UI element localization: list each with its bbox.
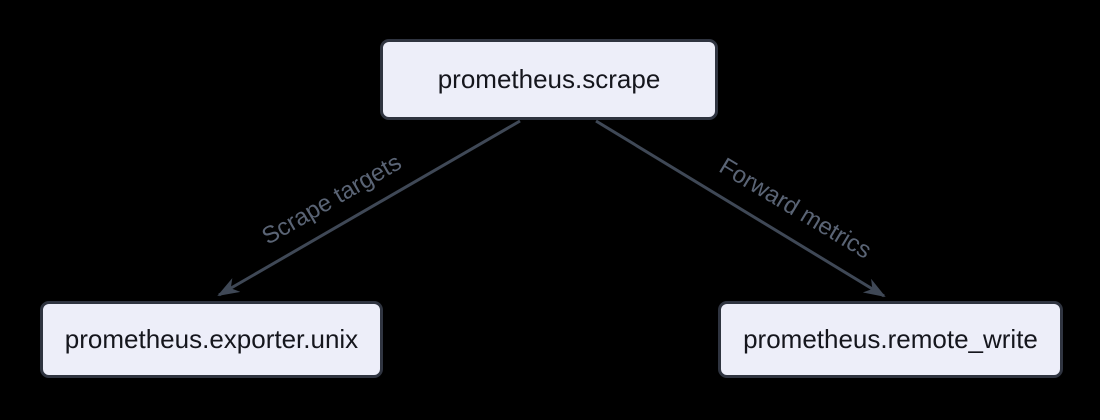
- edge-label-scrape-targets: Scrape targets: [257, 148, 407, 251]
- node-prometheus-exporter-unix: prometheus.exporter.unix: [40, 301, 383, 378]
- node-label: prometheus.remote_write: [743, 324, 1038, 354]
- node-label: prometheus.scrape: [437, 64, 661, 94]
- node-prometheus-remote-write: prometheus.remote_write: [718, 301, 1063, 378]
- edge-scrape-targets-line: [217, 119, 521, 297]
- node-label: prometheus.exporter.unix: [64, 324, 359, 354]
- node-prometheus-scrape: prometheus.scrape: [380, 39, 718, 120]
- edge-forward-metrics-line: [595, 119, 886, 298]
- edge-label-forward-metrics: Forward metrics: [714, 152, 876, 265]
